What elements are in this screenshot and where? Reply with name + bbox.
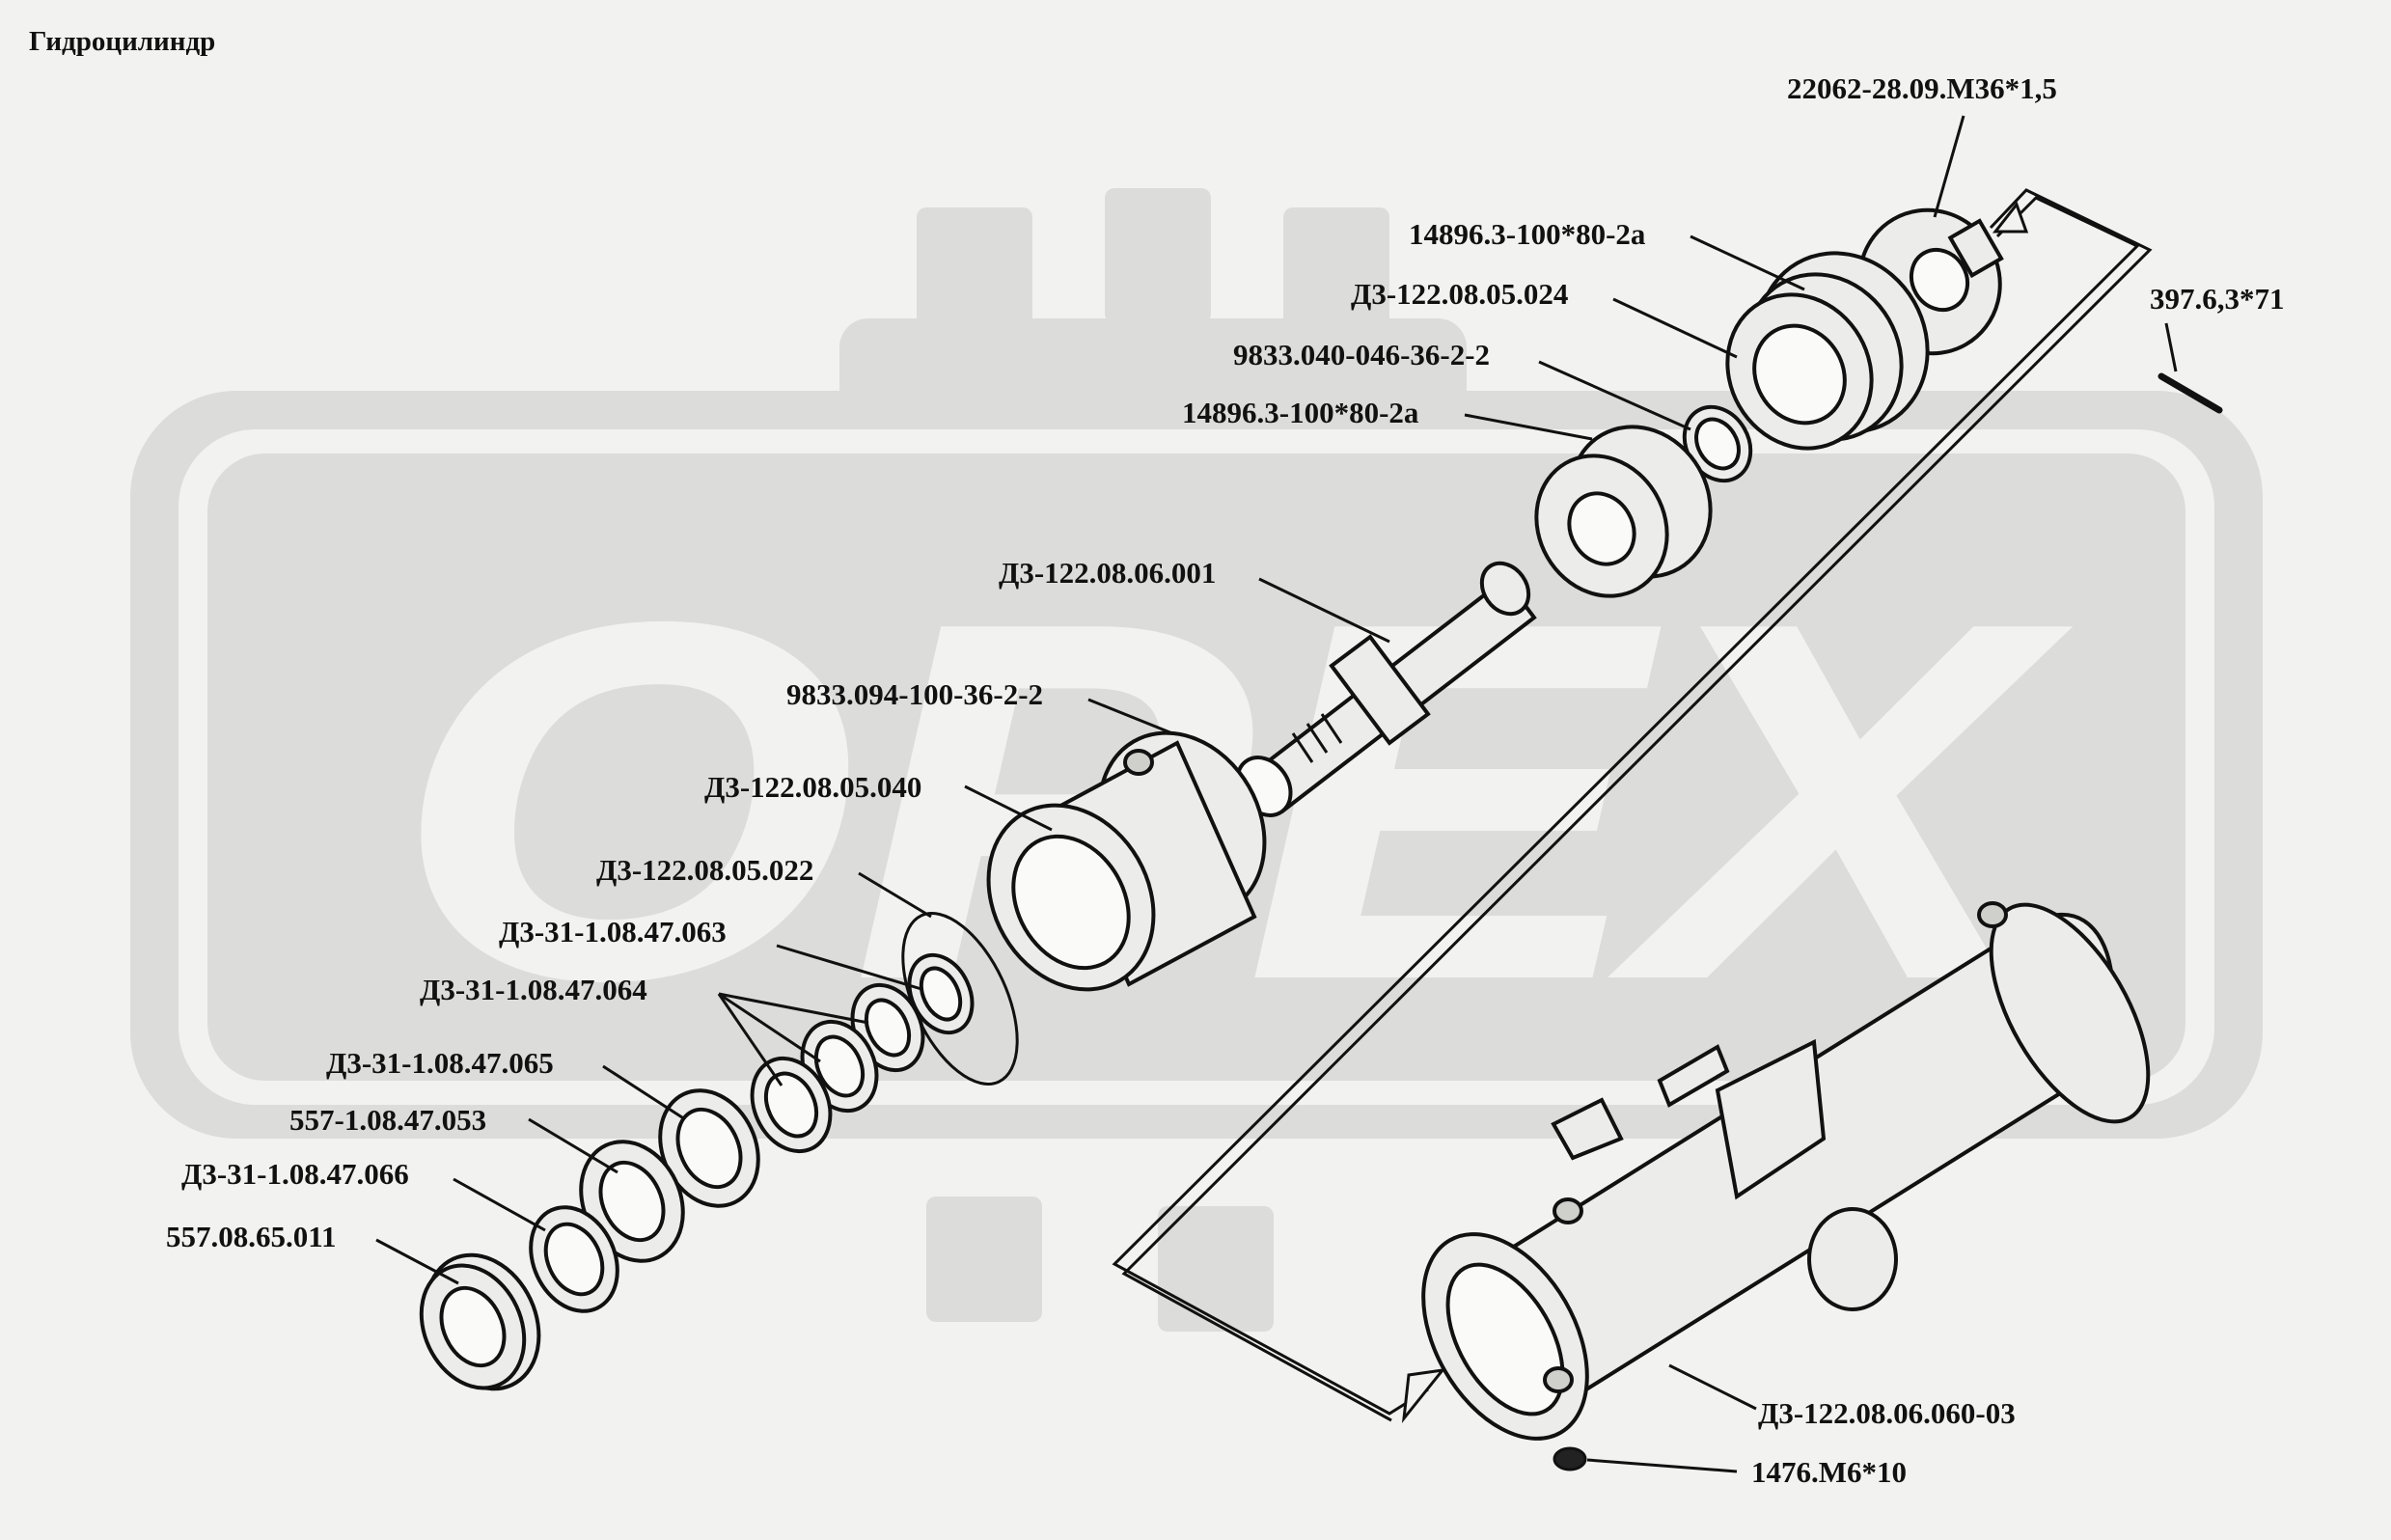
label-rod: Д3-122.08.06.001 <box>999 556 1216 590</box>
cylinder-part <box>1421 901 2151 1441</box>
label-snap-ring: Д3-122.08.05.022 <box>596 853 813 887</box>
label-ring-065: Д3-31-1.08.47.065 <box>326 1046 554 1080</box>
label-nut: 557.08.65.011 <box>166 1220 337 1253</box>
page-title: Гидроцилиндр <box>29 26 215 57</box>
label-cylinder: Д3-122.08.06.060-03 <box>1758 1396 2016 1430</box>
label-ring-064: Д3-31-1.08.47.064 <box>420 973 647 1006</box>
label-plug: 1476.М6*10 <box>1751 1455 1907 1489</box>
cap-body-part <box>1725 251 1930 451</box>
nut-part <box>419 1252 541 1391</box>
washer-seal-part <box>1534 425 1713 598</box>
label-pin: 397.6,3*71 <box>2150 282 2285 316</box>
label-ring-066: Д3-31-1.08.47.066 <box>181 1157 409 1191</box>
label-cap-oring: 9833.040-046-36-2-2 <box>1233 338 1490 371</box>
label-cap-fitting: 22062-28.09.M36*1,5 <box>1787 71 2057 105</box>
leader-lines <box>375 115 2178 1473</box>
label-cap-seal: 14896.3-100*80-2а <box>1409 217 1646 251</box>
label-washer-seal: 14896.3-100*80-2а <box>1182 396 1419 429</box>
part-labels: 22062-28.09.M36*1,5 14896.3-100*80-2а Д3… <box>166 71 2285 1489</box>
pin-part <box>2157 372 2223 414</box>
piston-part <box>986 730 1267 992</box>
label-piston: Д3-122.08.05.040 <box>704 770 921 804</box>
plug-part <box>1553 1446 1587 1471</box>
label-piston-oring: 9833.094-100-36-2-2 <box>786 677 1043 711</box>
assembly-path <box>1112 188 2153 1423</box>
label-ring-053: 557-1.08.47.053 <box>289 1103 486 1137</box>
label-ring-063: Д3-31-1.08.47.063 <box>499 915 727 949</box>
rod-part <box>1235 561 1537 817</box>
label-cap-body: Д3-122.08.05.024 <box>1351 277 1568 311</box>
rings-part <box>529 952 975 1313</box>
cap-oring-part <box>1682 404 1753 483</box>
